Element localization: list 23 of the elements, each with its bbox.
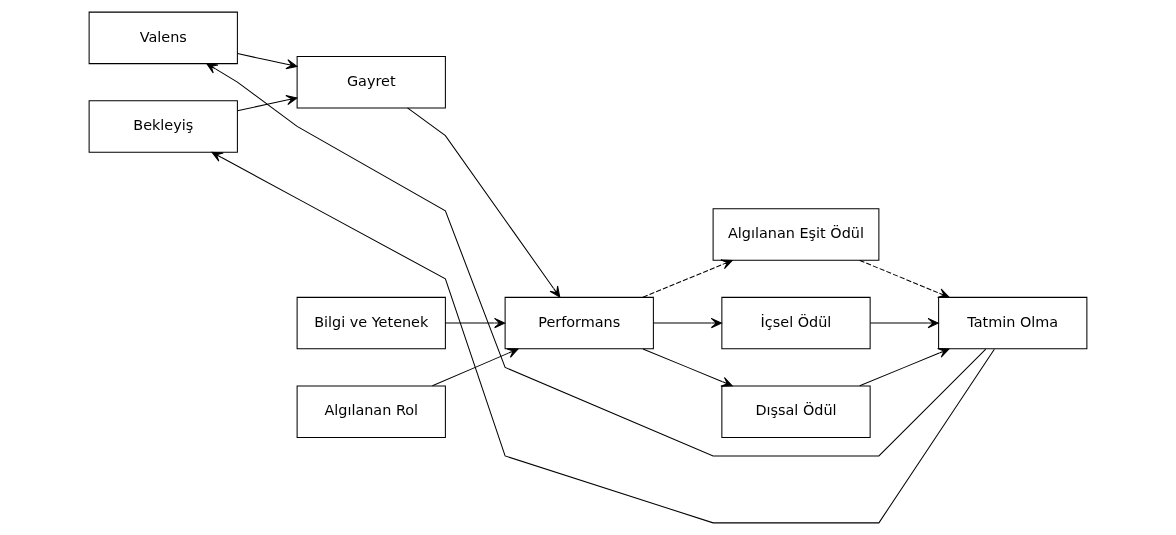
node-box: Algılanan Rol bbox=[296, 385, 446, 438]
node-box: Valens bbox=[88, 11, 238, 65]
node-box: Performans bbox=[504, 296, 654, 350]
arrow bbox=[206, 63, 987, 457]
arrow bbox=[859, 259, 950, 299]
node-box: Tatmin Olma bbox=[938, 296, 1088, 350]
arrow bbox=[859, 348, 950, 387]
arrow bbox=[431, 348, 519, 387]
arrow bbox=[236, 95, 298, 112]
arrow bbox=[407, 107, 561, 298]
node-box: Gayret bbox=[296, 55, 446, 109]
node-box: Bilgi ve Yetenek bbox=[296, 296, 446, 350]
arrow bbox=[642, 259, 733, 298]
arrow bbox=[444, 317, 506, 329]
arrow bbox=[653, 317, 723, 329]
node-box: Dışsal Ödül bbox=[721, 385, 871, 438]
node-box: İçsel Ödül bbox=[721, 296, 871, 350]
arrow bbox=[869, 317, 939, 329]
node-box: Algılanan Eşit Ödül bbox=[712, 208, 880, 261]
arrow bbox=[236, 53, 298, 70]
node-box: Bekleyiş bbox=[88, 100, 238, 153]
arrow bbox=[211, 151, 995, 524]
arrow bbox=[642, 348, 733, 387]
